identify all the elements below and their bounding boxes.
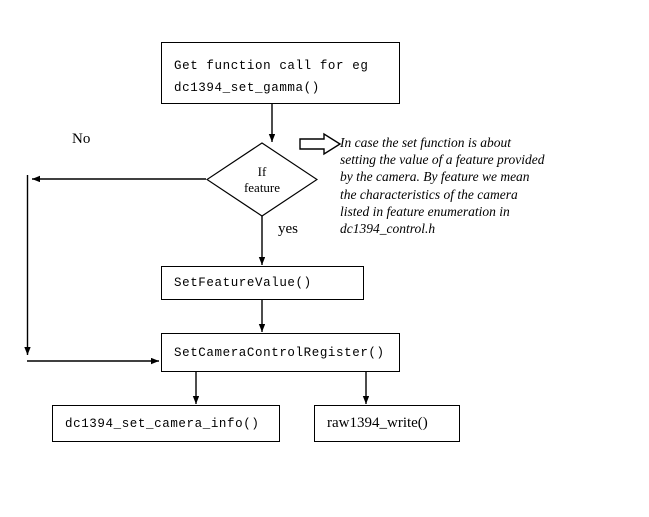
node-entry[interactable]: Get function call for eg dc1394_set_gamm…: [161, 42, 400, 104]
annotation-text: In case the set function is about settin…: [340, 135, 545, 237]
decision-diamond-shape: [206, 142, 318, 217]
edge-label-no: No: [72, 131, 91, 147]
node-set-feature-value[interactable]: SetFeatureValue(): [161, 266, 364, 300]
node-entry-label: Get function call for eg dc1394_set_gamm…: [174, 59, 369, 95]
node-set-camera-control-register[interactable]: SetCameraControlRegister(): [161, 333, 400, 372]
node-set-camera-control-register-label: SetCameraControlRegister(): [174, 345, 385, 360]
node-decision[interactable]: If feature: [206, 142, 318, 217]
node-dc1394-set-camera-info[interactable]: dc1394_set_camera_info(): [52, 405, 280, 442]
edge-label-yes: yes: [278, 221, 298, 237]
node-dc1394-set-camera-info-label: dc1394_set_camera_info(): [65, 416, 260, 431]
node-raw1394-write-label: raw1394_write(): [327, 415, 428, 431]
node-raw1394-write[interactable]: raw1394_write(): [314, 405, 460, 442]
node-set-feature-value-label: SetFeatureValue(): [174, 276, 312, 290]
